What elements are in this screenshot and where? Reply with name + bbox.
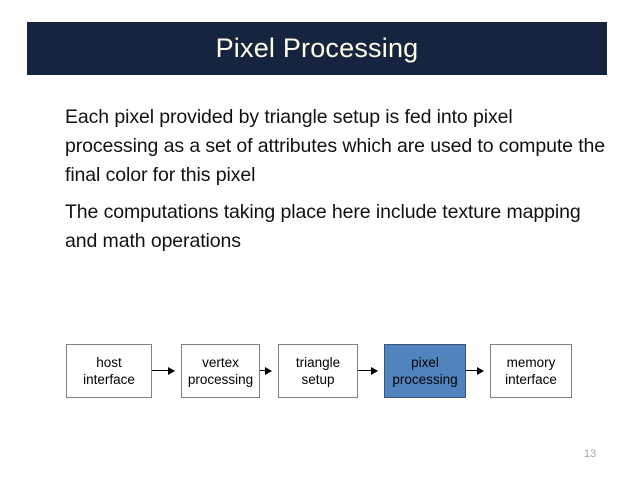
stage-label-line1: host bbox=[96, 355, 122, 370]
stage-label-line2: processing bbox=[392, 372, 458, 387]
stage-label-line1: vertex bbox=[202, 355, 239, 370]
pipeline-arrow-1-icon bbox=[152, 366, 175, 375]
pipeline-arrow-3-icon bbox=[358, 366, 378, 375]
stage-label-line1: triangle bbox=[295, 355, 341, 370]
pipeline-arrow-2-icon bbox=[260, 366, 272, 375]
stage-label-line1: memory bbox=[506, 355, 556, 370]
pipeline-stage-pixel-processing: pixel processing bbox=[384, 344, 466, 398]
slide-body: Each pixel provided by triangle setup is… bbox=[65, 103, 610, 256]
stage-label-line2: processing bbox=[187, 372, 254, 387]
page-title: Pixel Processing bbox=[215, 33, 419, 63]
stage-label-line2: setup bbox=[301, 372, 335, 387]
pipeline-stage-triangle-setup: triangle setup bbox=[278, 344, 358, 398]
stage-label-line2: interface bbox=[83, 372, 135, 387]
page-number: 13 bbox=[583, 448, 597, 460]
graphics-pipeline-diagram: host interface vertex processing triangl… bbox=[66, 344, 572, 398]
slide-title-band: Pixel Processing bbox=[27, 22, 607, 75]
stage-label-line1: pixel bbox=[411, 355, 439, 370]
pipeline-arrow-4-icon bbox=[466, 366, 484, 375]
pipeline-stage-host-interface: host interface bbox=[66, 344, 152, 398]
body-paragraph-2: The computations taking place here inclu… bbox=[65, 201, 581, 252]
pipeline-stage-vertex-processing: vertex processing bbox=[181, 344, 260, 398]
body-paragraph-1: Each pixel provided by triangle setup is… bbox=[65, 106, 606, 186]
pipeline-stage-memory-interface: memory interface bbox=[490, 344, 572, 398]
stage-label-line2: interface bbox=[505, 372, 557, 387]
